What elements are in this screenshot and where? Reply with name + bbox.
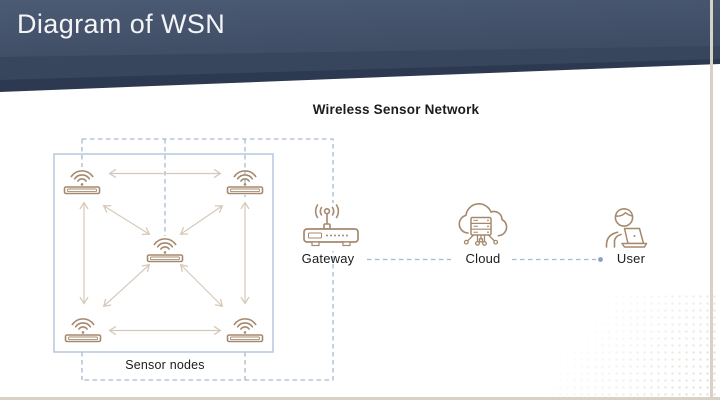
person-laptop-icon [605, 208, 648, 248]
sensor-node-icon [145, 232, 185, 263]
bottom-frame-line [0, 397, 720, 400]
sensor-mesh-arrows [79, 169, 250, 335]
user-label: User [616, 251, 646, 266]
sensor-node-icon [225, 164, 265, 195]
right-frame-line [710, 0, 713, 399]
link-endpoint-dot [598, 257, 603, 262]
cloud-server-icon [458, 203, 508, 246]
dot-pattern-decoration [543, 293, 720, 397]
sensor-node-icon [62, 164, 102, 195]
diagram-title: Wireless Sensor Network [312, 102, 480, 117]
sensor-nodes-label: Sensor nodes [125, 358, 205, 372]
sensor-node-icon [225, 312, 265, 343]
sensor-node-icon [63, 312, 103, 343]
wireless-router-icon [300, 203, 362, 251]
gateway-label: Gateway [301, 251, 355, 266]
sensor-field-box [53, 153, 274, 353]
slide-title: Diagram of WSN [17, 9, 226, 39]
cloud-label: Cloud [465, 251, 501, 266]
